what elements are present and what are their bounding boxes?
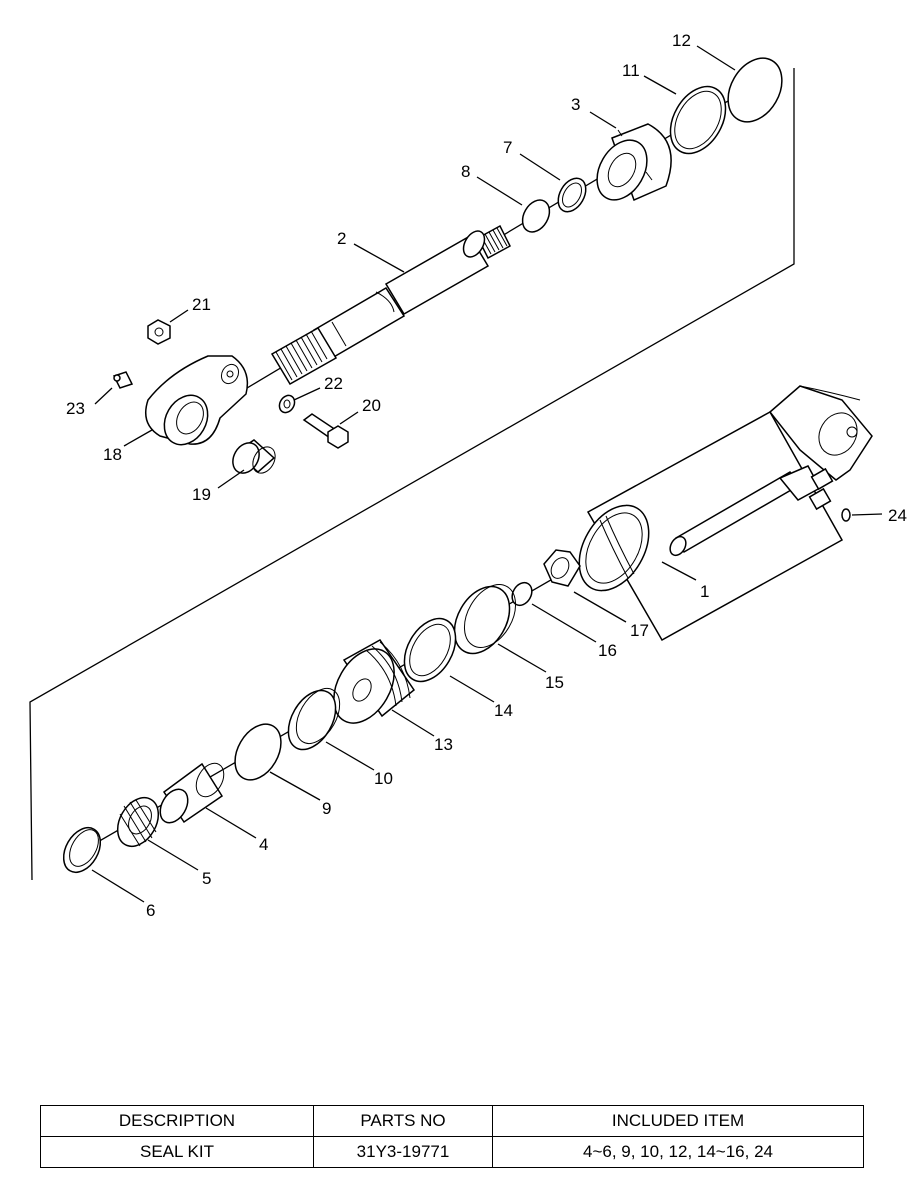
cell-description: SEAL KIT <box>40 1136 314 1168</box>
callout-14: 14 <box>494 701 513 720</box>
table-row: SEAL KIT 31Y3-19771 4~6, 9, 10, 12, 14~1… <box>40 1136 864 1168</box>
part-24-o-ring <box>841 508 851 522</box>
callout-2: 2 <box>337 229 346 248</box>
part-23-grease-nipple <box>112 371 134 389</box>
cell-included-item: 4~6, 9, 10, 12, 14~16, 24 <box>492 1136 864 1168</box>
callout-11: 11 <box>622 61 640 80</box>
callout-9: 9 <box>322 799 331 818</box>
exploded-view-frame <box>29 68 795 881</box>
callout-16: 16 <box>598 641 617 660</box>
callout-3: 3 <box>571 95 580 114</box>
callout-17: 17 <box>630 621 649 640</box>
part-16-o-ring <box>511 581 533 607</box>
col-included-item-header: INCLUDED ITEM <box>492 1105 864 1137</box>
part-6-snap-ring <box>62 826 102 874</box>
part-9-o-ring <box>234 723 282 781</box>
part-19-bushing <box>232 439 276 474</box>
part-22-washer <box>278 394 296 414</box>
col-parts-no-header: PARTS NO <box>313 1105 493 1137</box>
callout-4: 4 <box>259 835 268 854</box>
callout-labels: 12 11 3 7 8 2 21 22 20 23 18 19 24 1 17 … <box>66 31 907 920</box>
callout-22: 22 <box>324 374 343 393</box>
callout-7: 7 <box>503 138 512 157</box>
callout-10: 10 <box>374 769 393 788</box>
part-18-rod-eye <box>145 355 249 446</box>
part-4-bushing <box>159 762 225 824</box>
part-5-dust-seal <box>116 797 160 847</box>
part-7-ring <box>557 177 587 213</box>
callout-19: 19 <box>192 485 211 504</box>
part-15-wear-ring <box>453 584 517 655</box>
part-11-ring <box>669 85 727 155</box>
col-description-header: DESCRIPTION <box>40 1105 314 1137</box>
part-20-bolt <box>302 413 349 449</box>
part-3-rod-cover <box>596 123 672 202</box>
callout-18: 18 <box>103 445 122 464</box>
seal-kit-table: DESCRIPTION PARTS NO INCLUDED ITEM SEAL … <box>40 1105 864 1168</box>
callout-12: 12 <box>672 31 691 50</box>
part-10-backup-ring <box>287 688 341 751</box>
leader-lines <box>91 45 883 903</box>
part-2-piston-rod <box>270 224 511 386</box>
part-21-nut <box>147 319 171 345</box>
callout-20: 20 <box>362 396 381 415</box>
cell-parts-no: 31Y3-19771 <box>313 1136 493 1168</box>
callout-13: 13 <box>434 735 453 754</box>
callout-23: 23 <box>66 399 85 418</box>
part-14-ring <box>403 617 457 683</box>
part-17-nut <box>543 549 581 587</box>
part-8-o-ring <box>521 199 551 233</box>
callout-15: 15 <box>545 673 564 692</box>
callout-8: 8 <box>461 162 470 181</box>
callout-1: 1 <box>700 582 709 601</box>
part-12-seal <box>727 57 783 123</box>
table-header-row: DESCRIPTION PARTS NO INCLUDED ITEM <box>40 1105 864 1137</box>
callout-6: 6 <box>146 901 155 920</box>
callout-24: 24 <box>888 506 907 525</box>
part-13-piston <box>333 639 416 724</box>
callout-21: 21 <box>192 295 211 314</box>
part-1-cylinder-tube <box>578 385 873 642</box>
callout-5: 5 <box>202 869 211 888</box>
